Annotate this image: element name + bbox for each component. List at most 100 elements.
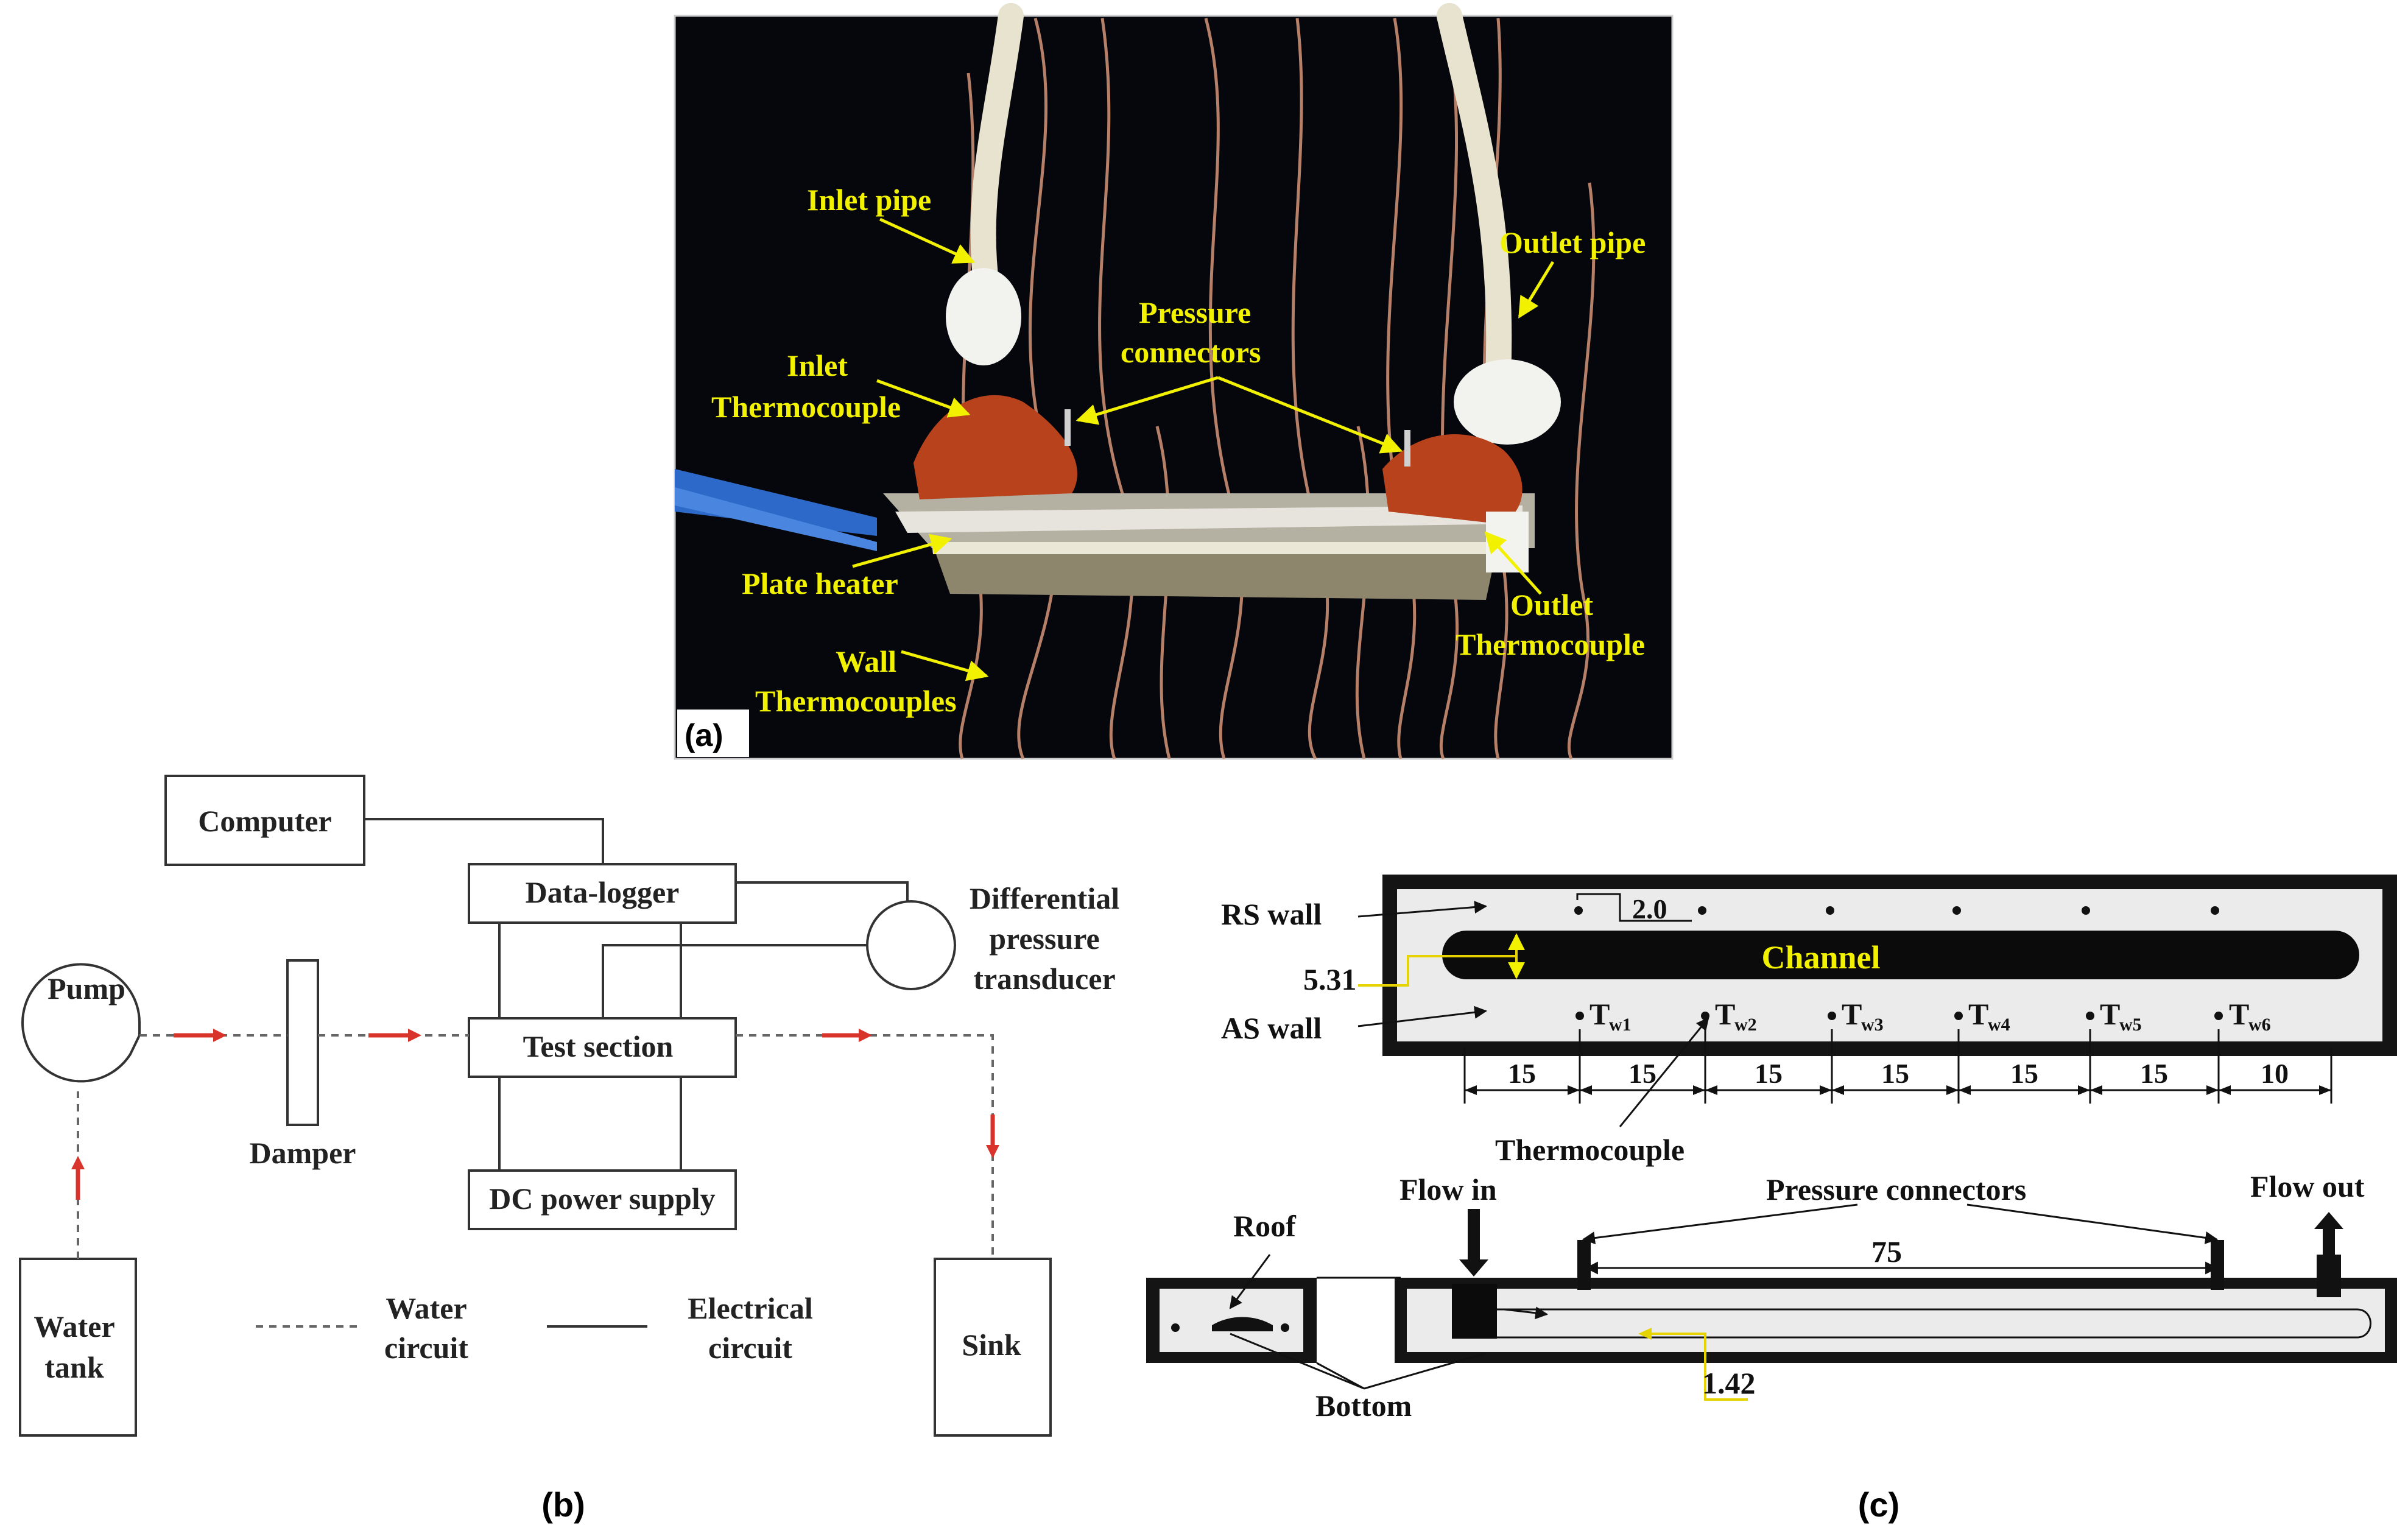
dc-power-box <box>468 1169 737 1230</box>
pressure-arrow-left <box>1076 376 1219 425</box>
svg-text:T: T <box>1842 997 1862 1031</box>
panel-b-tag: (b) <box>541 1485 585 1524</box>
outlet-pipe <box>1437 3 1512 390</box>
tw-label-5: Tw5 <box>2100 997 2142 1035</box>
inlet-pipe-arrow <box>879 217 976 264</box>
svg-text:T: T <box>1715 997 1735 1031</box>
wall-thermocouples-arrow <box>901 650 989 681</box>
flow-in-label: Flow in <box>1399 1172 1497 1206</box>
inlet-pipe <box>970 3 1024 299</box>
dpt-label-1: Differential <box>970 881 1119 915</box>
tw-label-6: Tw6 <box>2229 997 2271 1035</box>
channel-label: Channel <box>1761 939 1880 976</box>
svg-text:w3: w3 <box>1861 1015 1884 1035</box>
svg-text:T: T <box>2229 997 2249 1031</box>
spacing-label-1: 15 <box>1508 1058 1536 1089</box>
pressure-arrow-right <box>1217 376 1403 454</box>
legend-electrical-label-2: circuit <box>708 1331 792 1365</box>
tw-label-2: Tw2 <box>1715 997 1757 1035</box>
as-wall-label: AS wall <box>1221 1011 1322 1045</box>
svg-text:T: T <box>2100 997 2120 1031</box>
plate-heater-arrow <box>852 534 952 568</box>
spacing-label-5: 15 <box>2010 1058 2038 1089</box>
computer-label: Computer <box>198 804 331 838</box>
thermocouple-label: Thermocouple <box>1495 1133 1685 1167</box>
test-section-label: Test section <box>523 1029 674 1063</box>
dim-2-label: 2.0 <box>1632 893 1667 924</box>
pump-label: Pump <box>48 971 125 1005</box>
rs-wall-dots <box>1574 906 2219 915</box>
legend-water-label-2: circuit <box>384 1331 468 1365</box>
tw-label-4: Tw4 <box>1968 997 2010 1035</box>
svg-text:w4: w4 <box>1988 1015 2010 1035</box>
spacing-label-7: 10 <box>2261 1058 2289 1089</box>
sink-label: Sink <box>962 1328 1021 1362</box>
outlet-pipe-label: Outlet pipe <box>1499 225 1646 259</box>
svg-text:w6: w6 <box>2248 1015 2271 1035</box>
thermocouple-leader <box>1619 1017 1709 1127</box>
plate-heater-label: Plate heater <box>742 566 898 600</box>
inlet-thermocouple-label-1: Inlet <box>787 348 848 382</box>
pump-icon <box>21 963 141 1083</box>
spacing-label-2: 15 <box>1628 1058 1656 1089</box>
panel-c-side-view <box>1146 1240 2397 1363</box>
sink-box <box>934 1258 1052 1437</box>
inlet-sealant <box>914 395 1077 499</box>
spacing-label-6: 15 <box>2140 1058 2168 1089</box>
spacing-label-3: 15 <box>1755 1058 1783 1089</box>
tw-label-3: Tw3 <box>1842 997 1884 1035</box>
legend-water-label-1: Water <box>385 1291 466 1325</box>
dpt-label-3: transducer <box>973 962 1115 996</box>
dpt-label-2: pressure <box>989 921 1100 956</box>
wall-thermocouples-label-1: Wall <box>836 644 896 678</box>
inlet-pipe-label: Inlet pipe <box>807 183 931 217</box>
spacing-label-4: 15 <box>1881 1058 1909 1089</box>
svg-text:T: T <box>1589 997 1610 1031</box>
outlet-thermocouple-label-2: Thermocouple <box>1456 627 1645 661</box>
spacing-dimension-chain <box>1463 1029 2332 1104</box>
tw-label-1: Tw1 <box>1589 997 1632 1035</box>
outlet-thermocouple-arrow <box>1484 531 1542 595</box>
panel-c-tag: (c) <box>1858 1485 1899 1524</box>
panel-a-photo: Inlet pipe Outlet pipe Pressure connecto… <box>674 3 1674 760</box>
dpt-circle <box>866 900 956 990</box>
svg-text:w1: w1 <box>1609 1015 1632 1035</box>
outlet-pipe-arrow <box>1518 261 1555 319</box>
legend-electrical-label-1: Electrical <box>688 1291 813 1325</box>
panel-c-top-view: Channel 2.0 <box>1358 875 2397 1056</box>
flow-out-label: Flow out <box>2250 1169 2365 1203</box>
svg-text:T: T <box>1968 997 1988 1031</box>
damper <box>286 959 319 1126</box>
plate-heater <box>932 542 1498 600</box>
dim-142-label: 1.42 <box>1702 1366 1756 1400</box>
dc-power-label: DC power supply <box>489 1182 715 1216</box>
outlet-fitting <box>1454 359 1561 445</box>
outlet-sealant <box>1382 434 1523 524</box>
bottom-label: Bottom <box>1315 1389 1412 1423</box>
water-circuit <box>77 1034 994 1328</box>
panel-a-tag: (a) <box>685 718 723 753</box>
heater-cable <box>675 469 877 536</box>
datalogger-label: Data-logger <box>526 875 680 909</box>
wall-thermocouples-label-2: Thermocouples <box>755 684 957 718</box>
pressure-label-1: Pressure <box>1139 295 1251 329</box>
inlet-thermocouple-arrow <box>876 379 971 418</box>
thermocouple-wires <box>959 18 1596 760</box>
inlet-thermocouple-label-2: Thermocouple <box>711 390 901 424</box>
rs-wall-label: RS wall <box>1221 897 1322 931</box>
roof-label: Roof <box>1233 1209 1297 1243</box>
dim-75-label: 75 <box>1871 1234 1902 1269</box>
inlet-fitting <box>946 268 1021 365</box>
flow-arrows <box>71 1029 999 1200</box>
water-tank-label-1: Water <box>33 1309 114 1344</box>
outlet-thermocouple-label-1: Outlet <box>1510 588 1593 622</box>
svg-text:w2: w2 <box>1734 1015 1757 1035</box>
channel-slot <box>1442 931 2359 979</box>
pressure-connectors-label: Pressure connectors <box>1766 1172 2026 1206</box>
dim-531-label: 5.31 <box>1303 962 1357 996</box>
water-tank-label-2: tank <box>44 1350 104 1384</box>
pressure-label-2: connectors <box>1121 335 1261 369</box>
svg-text:w5: w5 <box>2119 1015 2142 1035</box>
damper-label: Damper <box>250 1136 356 1170</box>
water-tank-box <box>19 1258 137 1437</box>
